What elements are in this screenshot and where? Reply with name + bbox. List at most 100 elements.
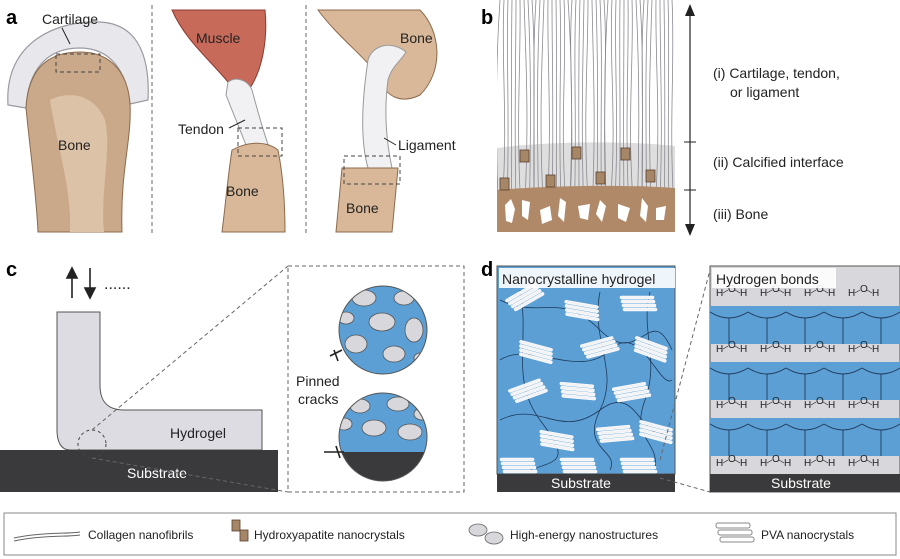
svg-text:H: H: [784, 458, 791, 469]
legend-box: [3, 512, 897, 556]
svg-text:O: O: [728, 340, 736, 351]
tissue-gradient-illustration: [497, 0, 675, 232]
network-lines: [709, 311, 900, 456]
panel-c-letter: c: [6, 259, 17, 281]
svg-text:O: O: [860, 340, 868, 351]
layer-3-label: (iii) Bone: [713, 206, 768, 222]
svg-text:H: H: [872, 288, 879, 299]
label-substrate-d-left: Substrate: [551, 475, 611, 491]
zoom-box-cartilage: [55, 53, 101, 73]
svg-text:H: H: [740, 458, 747, 469]
svg-text:H: H: [760, 288, 767, 299]
svg-text:O: O: [860, 284, 868, 295]
label-pinned: Pinned: [296, 373, 340, 389]
pinned-crack-circle-1: [339, 286, 427, 374]
cartilage-bone-illustration: [7, 21, 149, 233]
zoom-circle-c: [77, 429, 107, 459]
svg-text:H: H: [872, 344, 879, 355]
crack-marker-2: [324, 445, 344, 459]
svg-text:H: H: [828, 400, 835, 411]
hydroxyapatite-icon: [231, 519, 249, 542]
label-ligament: Ligament: [398, 137, 456, 153]
bone-pores: [505, 198, 666, 224]
panel-b-letter: b: [481, 7, 493, 29]
svg-text:O: O: [772, 454, 780, 465]
peel-arrows-icon: [65, 266, 97, 300]
pva-crystals: [499, 283, 673, 474]
substrate-block-c: [0, 450, 278, 492]
substrate-block-d-left: [497, 474, 675, 492]
svg-text:H: H: [740, 288, 747, 299]
legend-high-energy: High-energy nanostructures: [510, 528, 658, 542]
layer-2-label: (ii) Calcified interface: [713, 154, 844, 170]
svg-text:H: H: [828, 344, 835, 355]
svg-text:H: H: [784, 288, 791, 299]
label-bone-3: Bone: [400, 30, 433, 46]
svg-text:O: O: [728, 396, 736, 407]
label-nano-hydrogel: Nanocrystalline hydrogel: [502, 271, 655, 287]
svg-text:H: H: [848, 400, 855, 411]
svg-text:H: H: [828, 458, 835, 469]
svg-text:H: H: [784, 344, 791, 355]
ligament-illustration: [317, 9, 438, 233]
label-bone-1: Bone: [58, 137, 91, 153]
legend-pva: PVA nanocrystals: [761, 528, 854, 542]
panel-b: b: [481, 0, 844, 236]
svg-text:H: H: [716, 400, 723, 411]
svg-text:H: H: [804, 458, 811, 469]
high-energy-nanostructure-icon: [468, 523, 504, 545]
collagen-nanofibril-icon: [13, 531, 81, 542]
label-substrate-d-right: Substrate: [771, 475, 831, 491]
substrate-block-d-right: [710, 474, 900, 492]
zoom-box-tendon: [237, 127, 283, 157]
zoom-box-ligament: [343, 155, 401, 185]
dots: ......: [104, 276, 131, 293]
panel-c: c ...... Hydrogel Substrate: [0, 259, 465, 493]
svg-text:H: H: [740, 400, 747, 411]
layer-1-label-line1: (i) Cartilage, tendon,: [713, 65, 840, 81]
svg-text:H: H: [716, 288, 723, 299]
hydrogel-strip: [56, 311, 263, 451]
svg-text:H: H: [760, 400, 767, 411]
label-hydrogel: Hydrogel: [170, 425, 226, 441]
panel-d-letter: d: [481, 259, 493, 281]
legend: Collagen nanofibrils Hydroxyapatite nano…: [3, 512, 897, 556]
muscle-tendon-illustration: [171, 9, 286, 233]
panel-a-letter: a: [6, 7, 18, 29]
crack-marker-1: [329, 349, 343, 362]
collagen-fibres: [497, 0, 674, 201]
svg-text:O: O: [816, 396, 824, 407]
label-bone-2: Bone: [226, 183, 259, 199]
hydroxyapatite-crystals: [499, 146, 656, 191]
svg-text:O: O: [816, 454, 824, 465]
layer-1-label-line2: or ligament: [730, 84, 799, 100]
svg-text:H: H: [872, 458, 879, 469]
label-bone-4: Bone: [346, 200, 379, 216]
svg-text:H: H: [716, 458, 723, 469]
svg-text:H: H: [804, 400, 811, 411]
label-muscle: Muscle: [196, 30, 241, 46]
label-cracks: cracks: [298, 391, 338, 407]
svg-text:H: H: [760, 344, 767, 355]
svg-text:O: O: [772, 340, 780, 351]
svg-text:O: O: [772, 396, 780, 407]
svg-text:O: O: [728, 284, 736, 295]
svg-text:H: H: [804, 288, 811, 299]
pva-nanocrystal-icon: [715, 522, 755, 543]
pinned-crack-circle-2: [339, 393, 427, 481]
legend-collagen: Collagen nanofibrils: [88, 528, 193, 542]
svg-text:H: H: [784, 400, 791, 411]
legend-hydroxyapatite: Hydroxyapatite nanocrystals: [254, 528, 405, 542]
svg-text:O: O: [860, 396, 868, 407]
panel-a: a Cartilage Bone Muscle Tendon Bone: [6, 5, 456, 235]
svg-text:O: O: [772, 284, 780, 295]
svg-text:H: H: [848, 288, 855, 299]
svg-text:H: H: [848, 344, 855, 355]
label-cartilage: Cartilage: [42, 11, 98, 27]
svg-text:H: H: [740, 344, 747, 355]
svg-text:H: H: [828, 288, 835, 299]
label-hbonds: Hydrogen bonds: [716, 271, 819, 287]
